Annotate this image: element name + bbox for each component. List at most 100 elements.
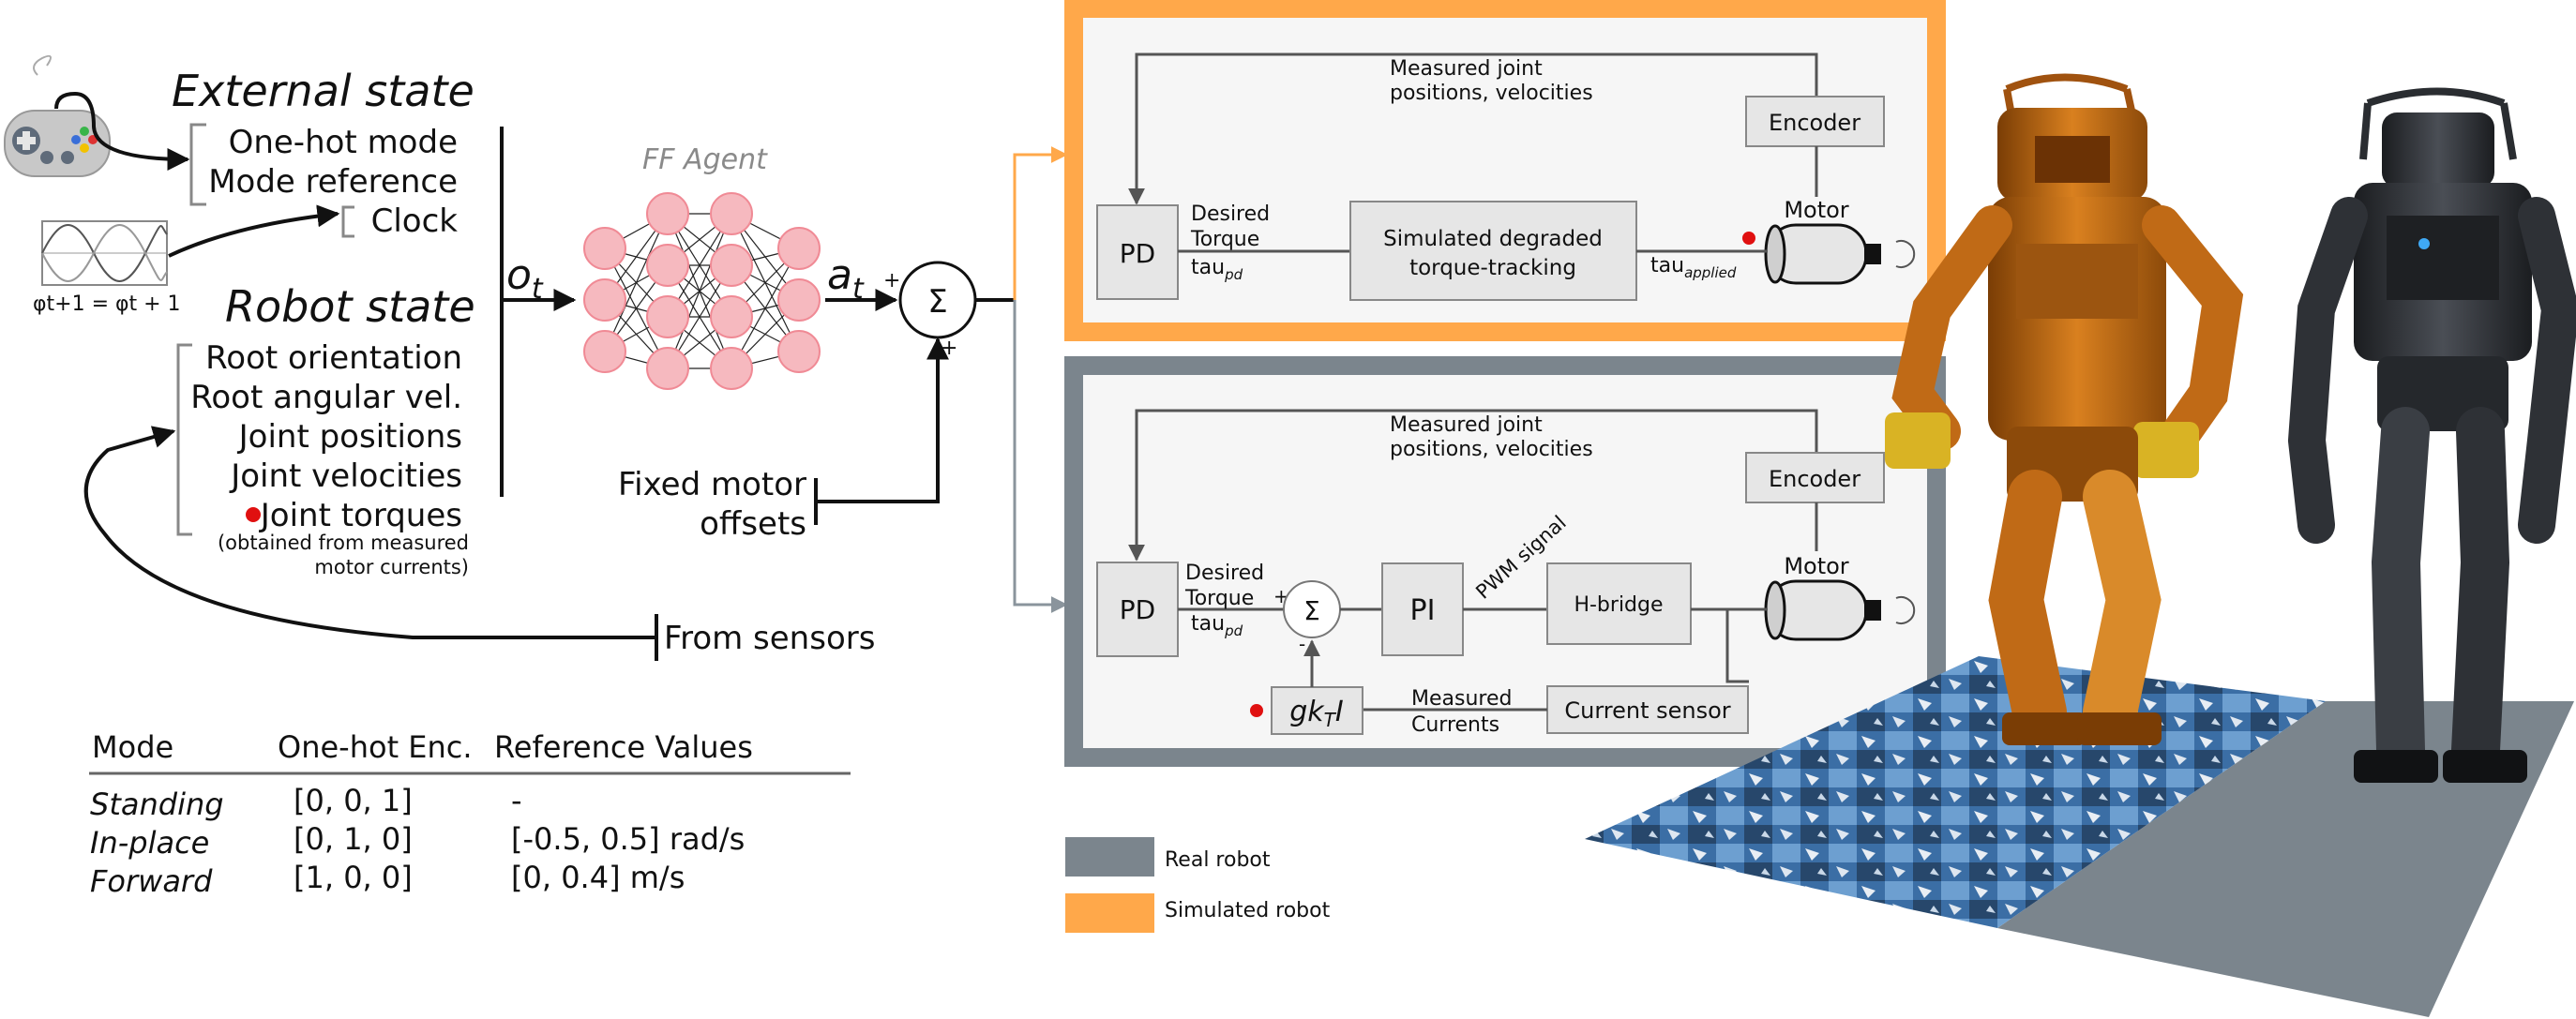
nn-node <box>646 244 689 287</box>
table-cell-ref: [0, 0.4] m/s <box>511 860 685 895</box>
nn-connection <box>604 213 669 352</box>
nn-node <box>646 192 689 235</box>
real-motor-label: Motor <box>1784 553 1848 579</box>
neural-network <box>583 192 821 390</box>
robot-scene <box>1585 73 2576 1017</box>
real-hbridge-label: H-bridge <box>1574 593 1663 617</box>
real-robot-image <box>2287 87 2576 783</box>
robot-state-title: Robot state <box>225 281 475 332</box>
nn-node <box>710 347 753 390</box>
real-motor-to-sensor <box>1725 609 1749 683</box>
real-motor-icon <box>1764 579 1916 641</box>
real-current-sensor-box <box>1546 685 1749 734</box>
table-cell-ref: - <box>511 783 522 818</box>
real-sum-minus: - <box>1299 633 1305 655</box>
table-cell-enc: [0, 0, 1] <box>294 783 413 818</box>
sim-degraded-label: torque-tracking <box>1409 256 1576 280</box>
real-measured-label: Currents <box>1411 713 1499 737</box>
sim-tau-pd-label: taupd <box>1191 256 1243 283</box>
real-gain-box <box>1271 686 1363 735</box>
nn-node <box>646 347 689 390</box>
real-measured-label: Measured <box>1411 687 1512 711</box>
real-pd-box <box>1096 562 1179 657</box>
sensor-feedback-arrow <box>83 426 656 639</box>
from-sensors-label: From sensors <box>664 620 875 657</box>
external-bracket <box>189 123 206 206</box>
table-cell-enc: [1, 0, 0] <box>294 860 413 895</box>
robot-item: Joint positions <box>237 418 462 456</box>
nn-node <box>710 192 753 235</box>
sum-plus-bottom: + <box>941 337 957 360</box>
phase-update-label: φt+1 = φt + 1 <box>33 292 181 316</box>
real-pd-label: PD <box>1120 594 1155 625</box>
sim-feedback-line <box>1128 52 1818 205</box>
nn-node <box>710 295 753 338</box>
sim-motor-icon <box>1764 223 1916 285</box>
gamepad-icon <box>4 54 111 177</box>
real-tau-pd-label: taupd <box>1191 612 1243 639</box>
agent-title: FF Agent <box>642 143 768 176</box>
sim-degraded-label: Simulated degraded <box>1383 227 1603 251</box>
real-encoder-label: Encoder <box>1769 466 1860 492</box>
act-label: at <box>827 251 865 306</box>
legend-real-label: Real robot <box>1165 848 1271 872</box>
legend-sim-label: Simulated robot <box>1165 899 1331 922</box>
real-pi-box <box>1381 562 1464 656</box>
nn-node <box>777 330 821 373</box>
external-item: Mode reference <box>208 163 458 201</box>
offset-arrow <box>816 337 949 503</box>
clock-waveform-icon <box>41 220 168 286</box>
sim-desired-label: Torque <box>1190 228 1259 251</box>
to-real-arrow <box>1013 300 1068 613</box>
table-cell-mode: Forward <box>90 863 213 899</box>
real-hbridge-box <box>1546 562 1692 645</box>
table-cell-ref: [-0.5, 0.5] rad/s <box>511 821 745 857</box>
nn-connection <box>667 213 732 369</box>
external-state-title: External state <box>172 66 475 116</box>
nn-connection <box>731 247 800 369</box>
clock-label: Clock <box>371 202 459 240</box>
sim-torque-marker-icon <box>1742 232 1755 245</box>
real-gain-label: gkTI <box>1289 696 1344 731</box>
clock-bracket <box>341 205 354 238</box>
real-gain-marker-icon <box>1250 704 1263 717</box>
sim-encoder-label: Encoder <box>1769 110 1860 136</box>
sim-motor-label: Motor <box>1784 197 1848 223</box>
nn-node <box>777 227 821 270</box>
robot-item: Root angular vel. <box>190 379 462 416</box>
clock-arrow <box>168 204 340 258</box>
real-feedback-line <box>1128 409 1818 562</box>
real-feedback-label: positions, velocities <box>1390 438 1593 461</box>
sim-desired-label: Desired <box>1191 202 1270 226</box>
robot-item: Joint velocities <box>229 457 462 495</box>
legend-sim-swatch <box>1065 893 1154 933</box>
offset-label: offsets <box>700 505 806 543</box>
real-desired-label: Torque <box>1184 587 1254 610</box>
nn-node <box>777 278 821 322</box>
obs-label: ot <box>506 251 544 306</box>
sim-tau-applied-label: tauapplied <box>1650 254 1737 281</box>
nn-node <box>710 244 753 287</box>
robot-bracket <box>176 343 192 536</box>
torque-note: (obtained from measured <box>218 532 469 554</box>
sim-encoder-box <box>1745 96 1885 147</box>
sim-feedback-label: positions, velocities <box>1390 82 1593 105</box>
real-feedback-label: Measured joint <box>1390 413 1543 437</box>
table-cell-enc: [0, 1, 0] <box>294 821 413 857</box>
sum-symbol: Σ <box>927 283 947 321</box>
real-sum-symbol: Σ <box>1303 595 1320 626</box>
torque-note: motor currents) <box>314 556 469 578</box>
nn-node <box>646 295 689 338</box>
sim-feedback-label: Measured joint <box>1390 57 1543 81</box>
offset-label: Fixed motor <box>618 466 806 503</box>
robot-item: Joint torques <box>259 497 462 534</box>
table-header: Mode <box>92 729 173 765</box>
torque-marker-icon <box>246 507 261 522</box>
real-encoder-box <box>1745 452 1885 503</box>
mode-table: Mode One-hot Enc. Reference Values Stand… <box>89 729 851 899</box>
simulated-robot-image <box>1885 73 2244 745</box>
gamepad-cable <box>54 91 190 171</box>
table-cell-mode: Standing <box>90 787 224 822</box>
real-current-sensor-label: Current sensor <box>1564 697 1730 724</box>
